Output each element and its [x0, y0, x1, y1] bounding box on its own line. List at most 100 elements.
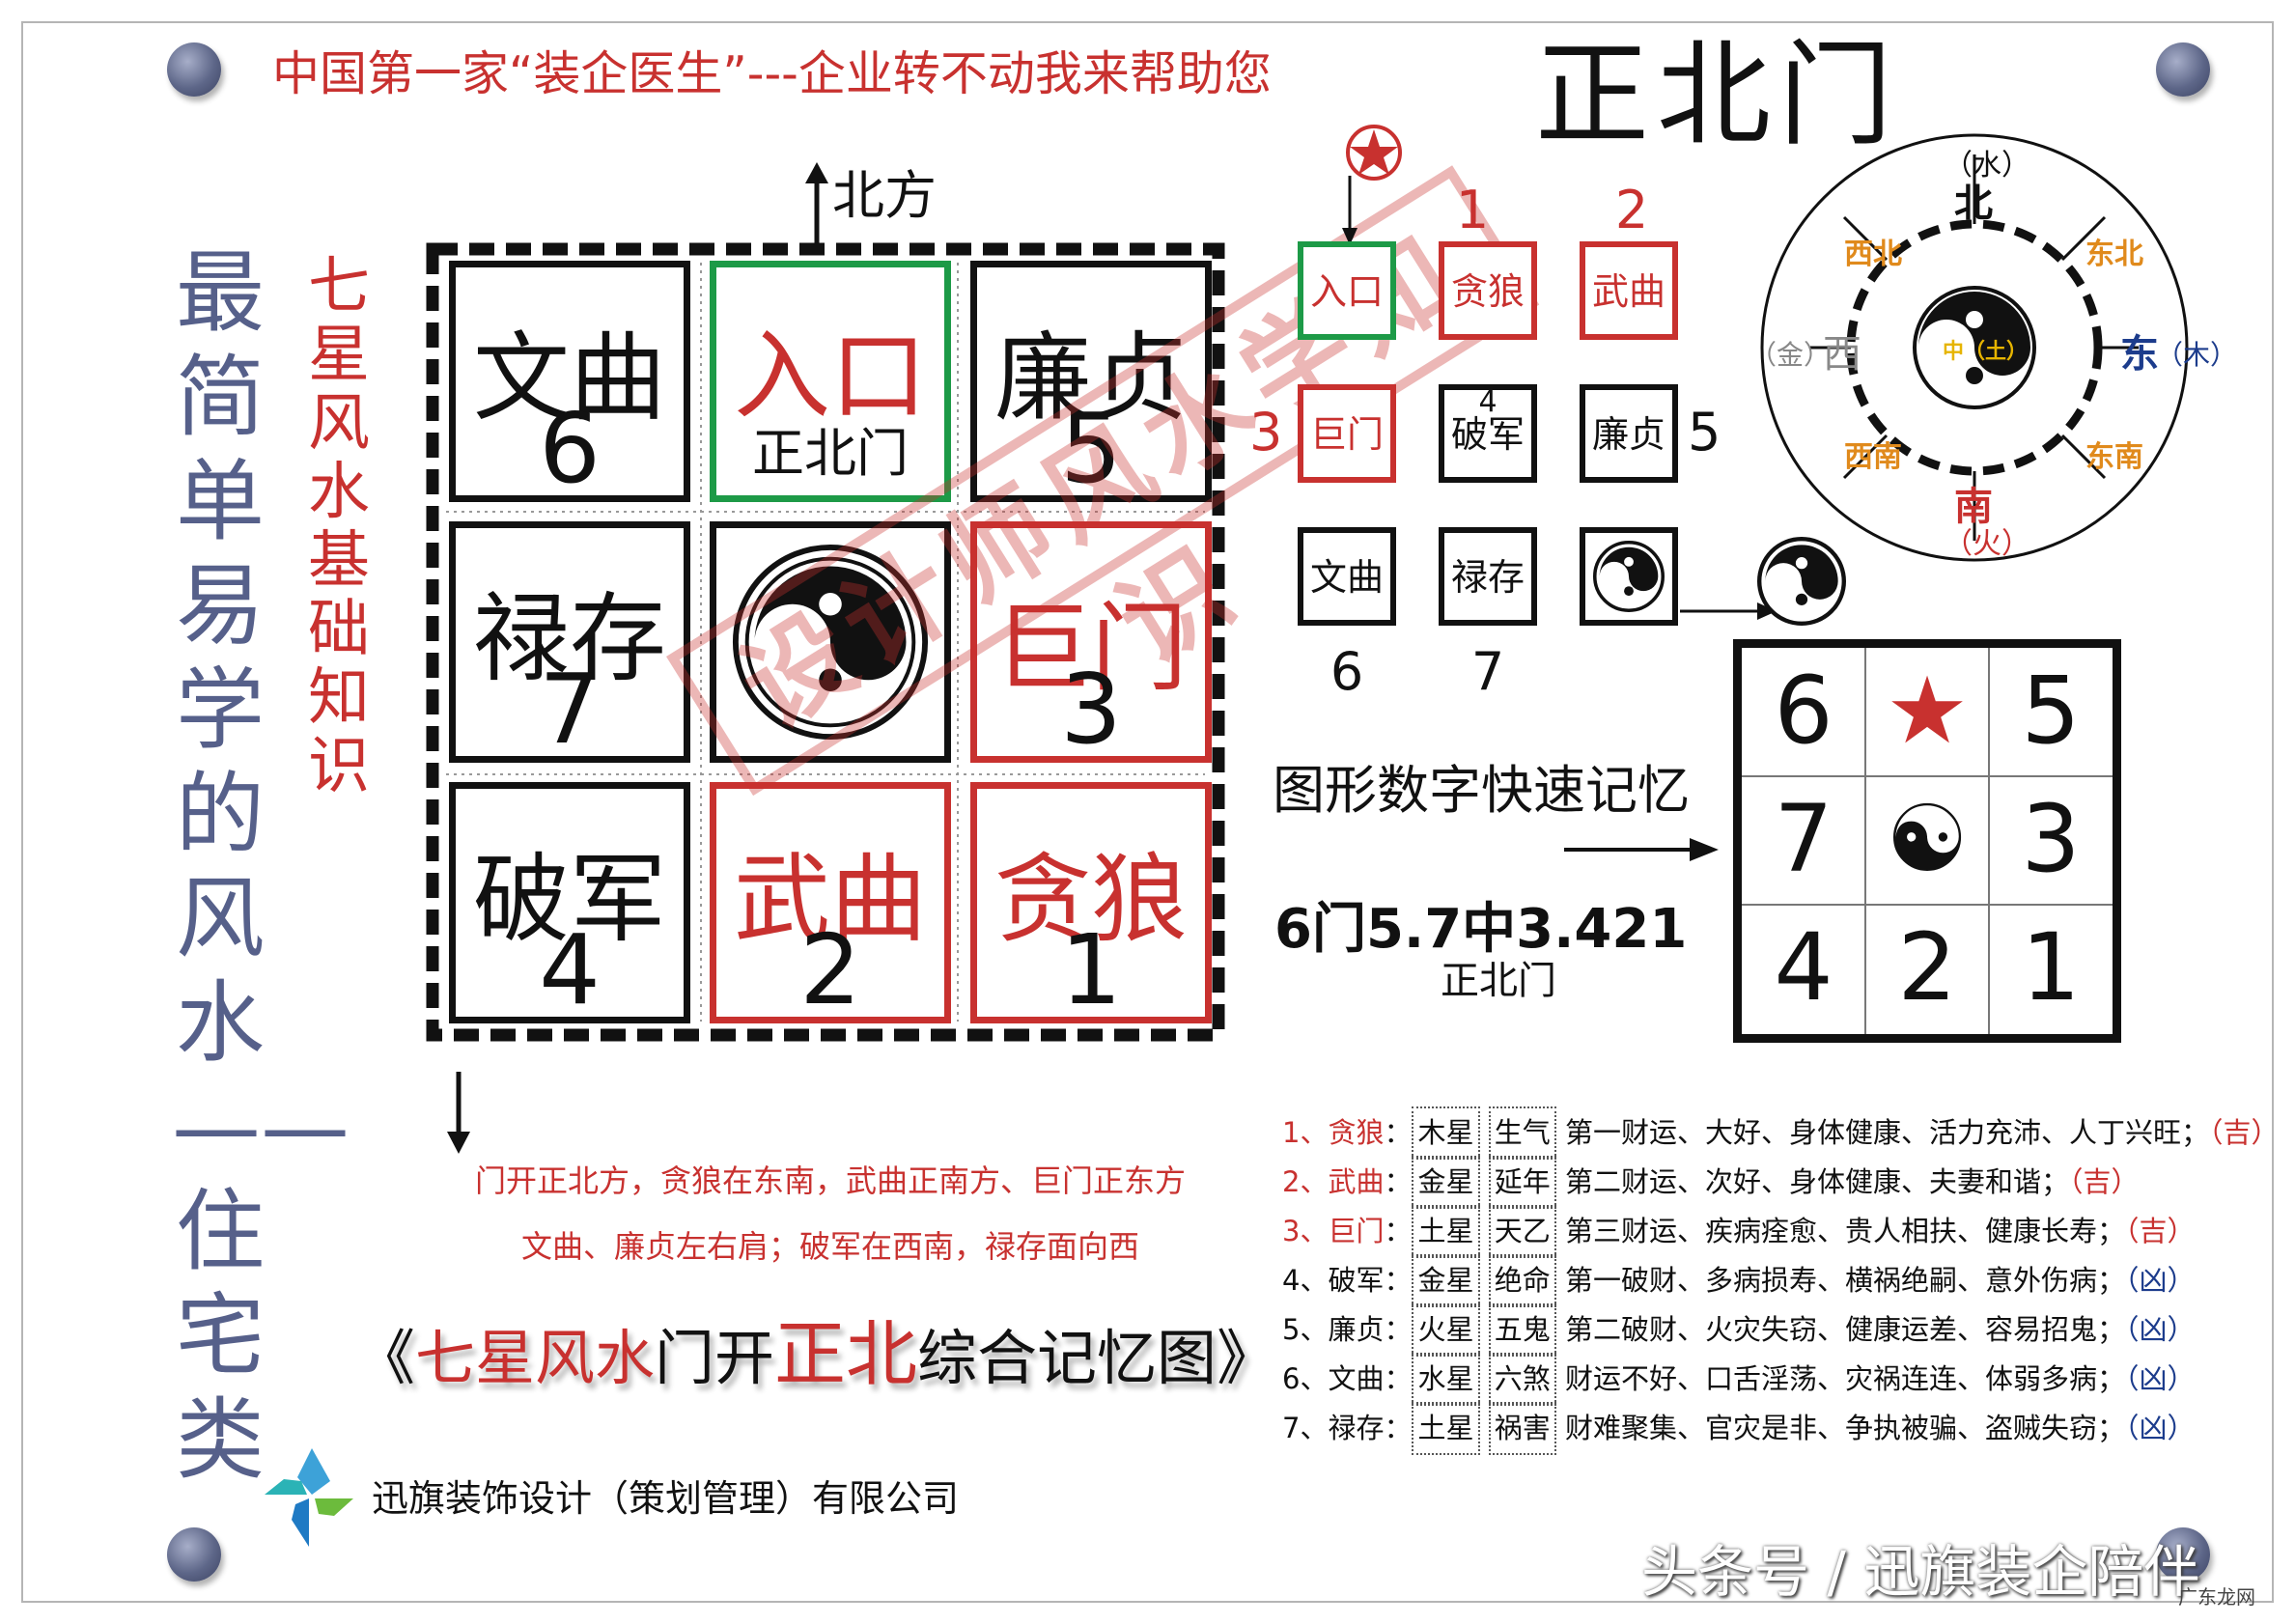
cell-name: 禄存 [473, 582, 666, 695]
cell-name: 武曲 [734, 843, 927, 956]
pin-bottom-right [2156, 1527, 2210, 1582]
small-cell-wuqu: 武曲 [1580, 241, 1678, 340]
rule-element: 金星 [1412, 1156, 1480, 1209]
cell-number: 4 [539, 913, 601, 1026]
memory-cell-yinyang: ☯ [1885, 785, 1970, 893]
memory-grid-lines [1742, 648, 2113, 1034]
small-number-6: 6 [1329, 641, 1364, 702]
north-arrow-icon [805, 162, 828, 247]
compass-north: 北 [1954, 182, 1993, 226]
rule-element: 木星 [1412, 1106, 1480, 1160]
rule-luck: （凶） [2124, 1264, 2196, 1297]
memory-arrow-icon [1564, 838, 1719, 861]
compass-southeast: 东南 [2085, 440, 2143, 474]
grid-cell-jumen: 巨门 3 [970, 521, 1212, 763]
rule-description: 第一财运、大好、身体健康、活力充沛、人丁兴旺； [1564, 1116, 2209, 1149]
small-cell-entrance: 入口 [1298, 241, 1396, 340]
memory-cell: 7 [1774, 785, 1833, 893]
compass-southwest: 西南 [1844, 440, 1902, 474]
small-number-5: 5 [1688, 402, 1721, 462]
rule-qi: 六煞 [1488, 1353, 1556, 1406]
rule-row-2: 2、武曲：金星 延年 第二财运、次好、身体健康、夫妻和谐；（吉） [1282, 1156, 2139, 1209]
rule-star: 贪狼 [1328, 1116, 1385, 1149]
small-number-3: 3 [1249, 402, 1283, 462]
rule-qi: 延年 [1488, 1156, 1556, 1209]
compass-northwest: 西北 [1844, 238, 1902, 271]
rule-star: 禄存 [1328, 1412, 1385, 1444]
rules-list: 1、贪狼：木星 生气 第一财运、大好、身体健康、活力充沛、人丁兴旺；（吉） 2、… [1282, 1106, 2279, 1455]
compass-center: 中（土） [1943, 340, 2029, 364]
rule-description: 第二财运、次好、身体健康、夫妻和谐； [1564, 1165, 2069, 1198]
small-cell-jumen: 巨门 [1298, 384, 1396, 483]
compass-south-element: （火） [1944, 527, 2030, 561]
cell-number: 5 [1060, 392, 1122, 505]
star-icon [1346, 125, 1402, 181]
rule-luck: （吉） [2208, 1116, 2280, 1149]
rule-star: 巨门 [1328, 1215, 1385, 1247]
cell-sub: 正北门 [752, 423, 909, 484]
memory-formula: 6门5.7中3.421 [1274, 898, 1688, 961]
rule-index: 7、 [1282, 1412, 1329, 1444]
right-arrow-icon [1680, 602, 1777, 620]
grid-cell-pojun: 破军 4 [449, 782, 690, 1023]
cell-number: 2 [799, 913, 861, 1026]
rule-element: 土星 [1412, 1402, 1480, 1455]
rule-qi: 生气 [1488, 1106, 1556, 1160]
cell-number: 7 [539, 653, 601, 766]
cell-number: 3 [1060, 653, 1122, 766]
rule-row-4: 4、破军：金星 绝命 第一破财、多病损寿、横祸绝嗣、意外伤病；（凶） [1282, 1254, 2195, 1307]
footer-corner-mark: 广东龙网 [2178, 1585, 2255, 1609]
grid-cell-tanlang: 贪狼 1 [970, 782, 1212, 1023]
rule-star: 破军 [1328, 1264, 1385, 1297]
memory-label: 图形数字快速记忆 [1273, 760, 1690, 821]
small-cell-pojun: 4 破军 [1439, 384, 1537, 483]
grid-cell-entrance: 入口 正北门 [710, 261, 951, 502]
title-black-part: 门开 [655, 1323, 775, 1393]
rule-luck: （凶） [2124, 1313, 2196, 1346]
north-label: 北方 [832, 165, 937, 226]
rule-index: 6、 [1282, 1362, 1329, 1395]
small-number-2: 2 [1614, 180, 1649, 240]
memory-cell: 3 [2021, 785, 2081, 893]
rule-element: 水星 [1412, 1353, 1480, 1406]
rule-qi: 祸害 [1488, 1402, 1556, 1455]
cell-number: 6 [539, 392, 601, 505]
rule-luck: （凶） [2124, 1362, 2196, 1395]
rule-element: 火星 [1412, 1303, 1480, 1357]
compass-diagram [1760, 133, 2189, 562]
memory-grid: 6 ★ 5 7 ☯ 3 4 2 1 [1733, 639, 2121, 1043]
rule-index: 2、 [1282, 1165, 1329, 1198]
grid-cell-center [710, 521, 951, 763]
cell-name: 贪狼 [994, 843, 1188, 956]
rule-star: 文曲 [1328, 1362, 1385, 1395]
compass-east: 东 [2120, 332, 2159, 377]
diagram-title: 《七星风水门开正北综合记忆图》 [355, 1311, 1276, 1402]
main-grid-frame [426, 242, 1225, 1042]
rule-row-7: 7、禄存：土星 祸害 财难聚集、官灾是非、争执被骗、盗贼失窃；（凶） [1282, 1402, 2195, 1455]
rule-description: 财难聚集、官灾是非、争执被骗、盗贼失窃； [1564, 1412, 2125, 1444]
company-name: 迅旗装饰设计（策划管理）有限公司 [372, 1477, 960, 1520]
rule-description: 第二破财、火灾失窃、健康运差、容易招鬼； [1564, 1313, 2125, 1346]
page-title: 正北门 [1535, 28, 1901, 161]
grid-cell-lianzhen: 廉贞 5 [970, 261, 1212, 502]
rule-row-6: 6、文曲：水星 六煞 财运不好、口舌淫荡、灾祸连连、体弱多病；（凶） [1282, 1353, 2195, 1406]
compass-west: 西 [1823, 332, 1861, 377]
memory-cell: 1 [2021, 913, 2081, 1022]
rule-element: 土星 [1412, 1205, 1480, 1258]
footer-watermark: 头条号 / 迅旗装企陪伴 [1641, 1539, 2200, 1605]
compass-west-element: （金） [1749, 339, 1832, 371]
rule-luck: （吉） [2124, 1215, 2196, 1247]
small-cell-center [1580, 527, 1678, 626]
yin-yang-icon [732, 544, 929, 741]
small-cell-lianzhen: 廉贞 [1580, 384, 1678, 483]
page-frame [21, 21, 2274, 1603]
rule-qi: 天乙 [1488, 1205, 1556, 1258]
memory-cell-star: ★ [1885, 657, 1970, 765]
small-cell-wenqu: 文曲 [1298, 527, 1396, 626]
cell-name: 破军 [473, 843, 666, 956]
compass-north-element: （水） [1944, 149, 2030, 182]
rule-qi: 五鬼 [1488, 1303, 1556, 1357]
yin-yang-icon [1757, 537, 1846, 626]
pin-top-left [167, 42, 221, 97]
pin-top-right [2156, 42, 2210, 97]
